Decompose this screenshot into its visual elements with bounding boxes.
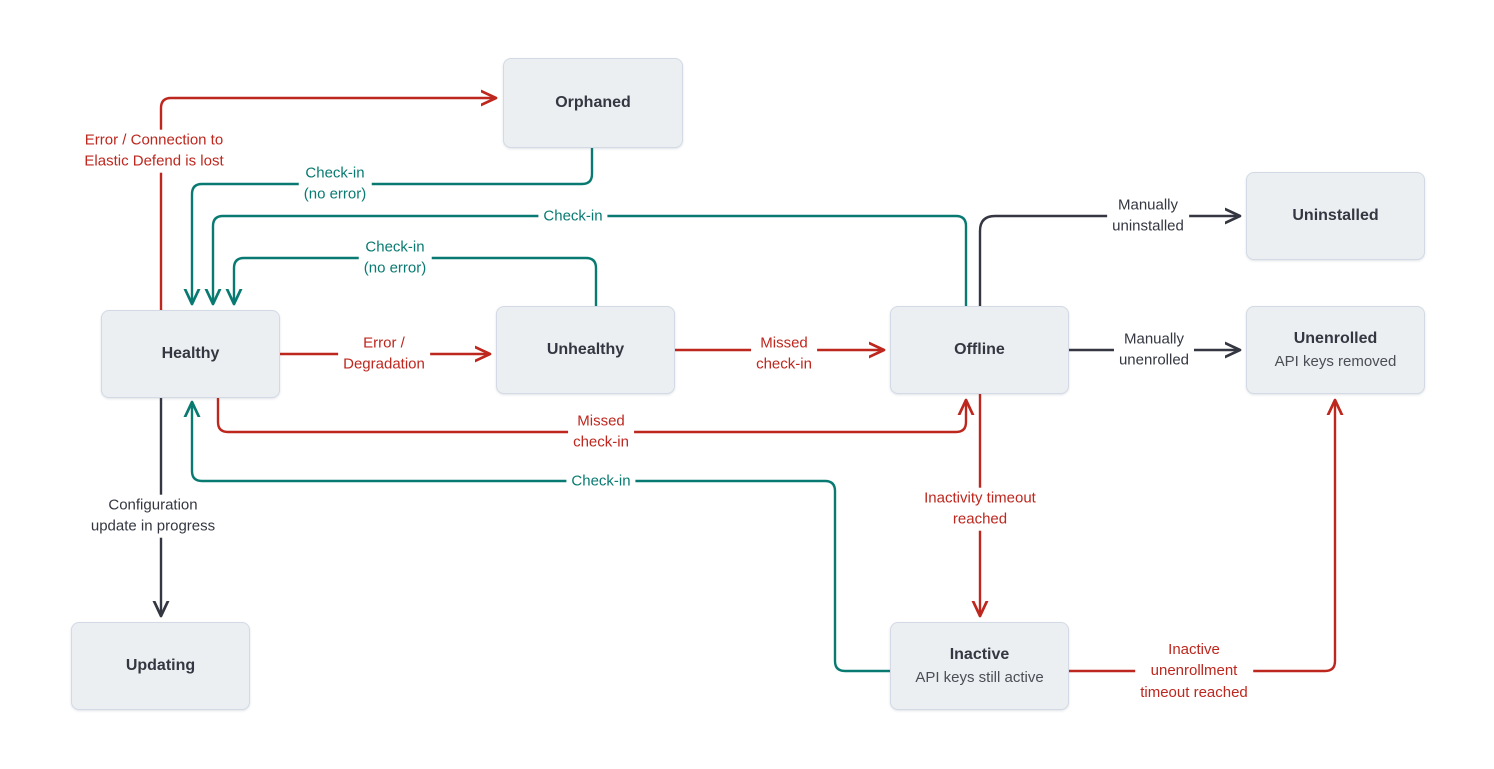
edge-label-offline-to-unenrolled: Manually unenrolled xyxy=(1113,328,1195,372)
node-subtitle: API keys removed xyxy=(1274,352,1397,370)
edge-label-healthy-to-updating: Configuration update in progress xyxy=(85,494,221,538)
node-subtitle: API keys still active xyxy=(915,668,1044,686)
node-title: Inactive xyxy=(949,645,1010,663)
node-uninstalled[interactable]: Uninstalled xyxy=(1246,172,1425,260)
node-title: Unhealthy xyxy=(546,341,625,358)
edge-label-inactive-to-unenrolled: Inactive unenrollment timeout reached xyxy=(1135,639,1253,703)
node-orphaned[interactable]: Orphaned xyxy=(503,58,683,148)
edge-label-inactive-to-healthy: Check-in xyxy=(566,470,636,492)
edge-label-healthy-to-offline: Missed check-in xyxy=(568,410,634,454)
node-title: Unenrolled xyxy=(1293,329,1378,347)
node-title: Uninstalled xyxy=(1292,207,1379,224)
edge-label-orphaned-to-healthy: Check-in (no error) xyxy=(298,162,372,206)
node-healthy[interactable]: Healthy xyxy=(101,310,280,398)
node-title: Updating xyxy=(125,657,196,674)
edge-label-offline-to-inactive: Inactivity timeout reached xyxy=(919,487,1041,531)
edge-label-healthy-to-orphaned: Error / Connection to Elastic Defend is … xyxy=(79,129,229,173)
node-updating[interactable]: Updating xyxy=(71,622,250,710)
edge-healthy-to-orphaned xyxy=(159,98,496,398)
edge-label-offline-to-healthy: Check-in xyxy=(538,205,608,227)
edge-offline-to-healthy xyxy=(213,214,968,306)
node-unenrolled[interactable]: Unenrolled API keys removed xyxy=(1246,306,1425,394)
node-title: Orphaned xyxy=(555,94,631,111)
node-offline[interactable]: Offline xyxy=(890,306,1069,394)
edge-inactive-to-healthy xyxy=(192,402,890,673)
edge-label-unhealthy-to-offline: Missed check-in xyxy=(751,332,817,376)
node-inactive[interactable]: Inactive API keys still active xyxy=(890,622,1069,710)
edge-offline-to-uninstalled xyxy=(978,216,1240,306)
edge-label-unhealthy-to-healthy: Check-in (no error) xyxy=(358,236,432,280)
edge-inactive-to-unenrolled xyxy=(1069,400,1335,673)
node-unhealthy[interactable]: Unhealthy xyxy=(496,306,675,394)
edge-label-offline-to-uninstalled: Manually uninstalled xyxy=(1107,194,1189,238)
node-title: Offline xyxy=(954,341,1005,358)
node-title: Healthy xyxy=(161,345,220,362)
edge-label-healthy-to-unhealthy: Error / Degradation xyxy=(338,332,430,376)
edge-orphaned-to-healthy xyxy=(192,148,594,304)
